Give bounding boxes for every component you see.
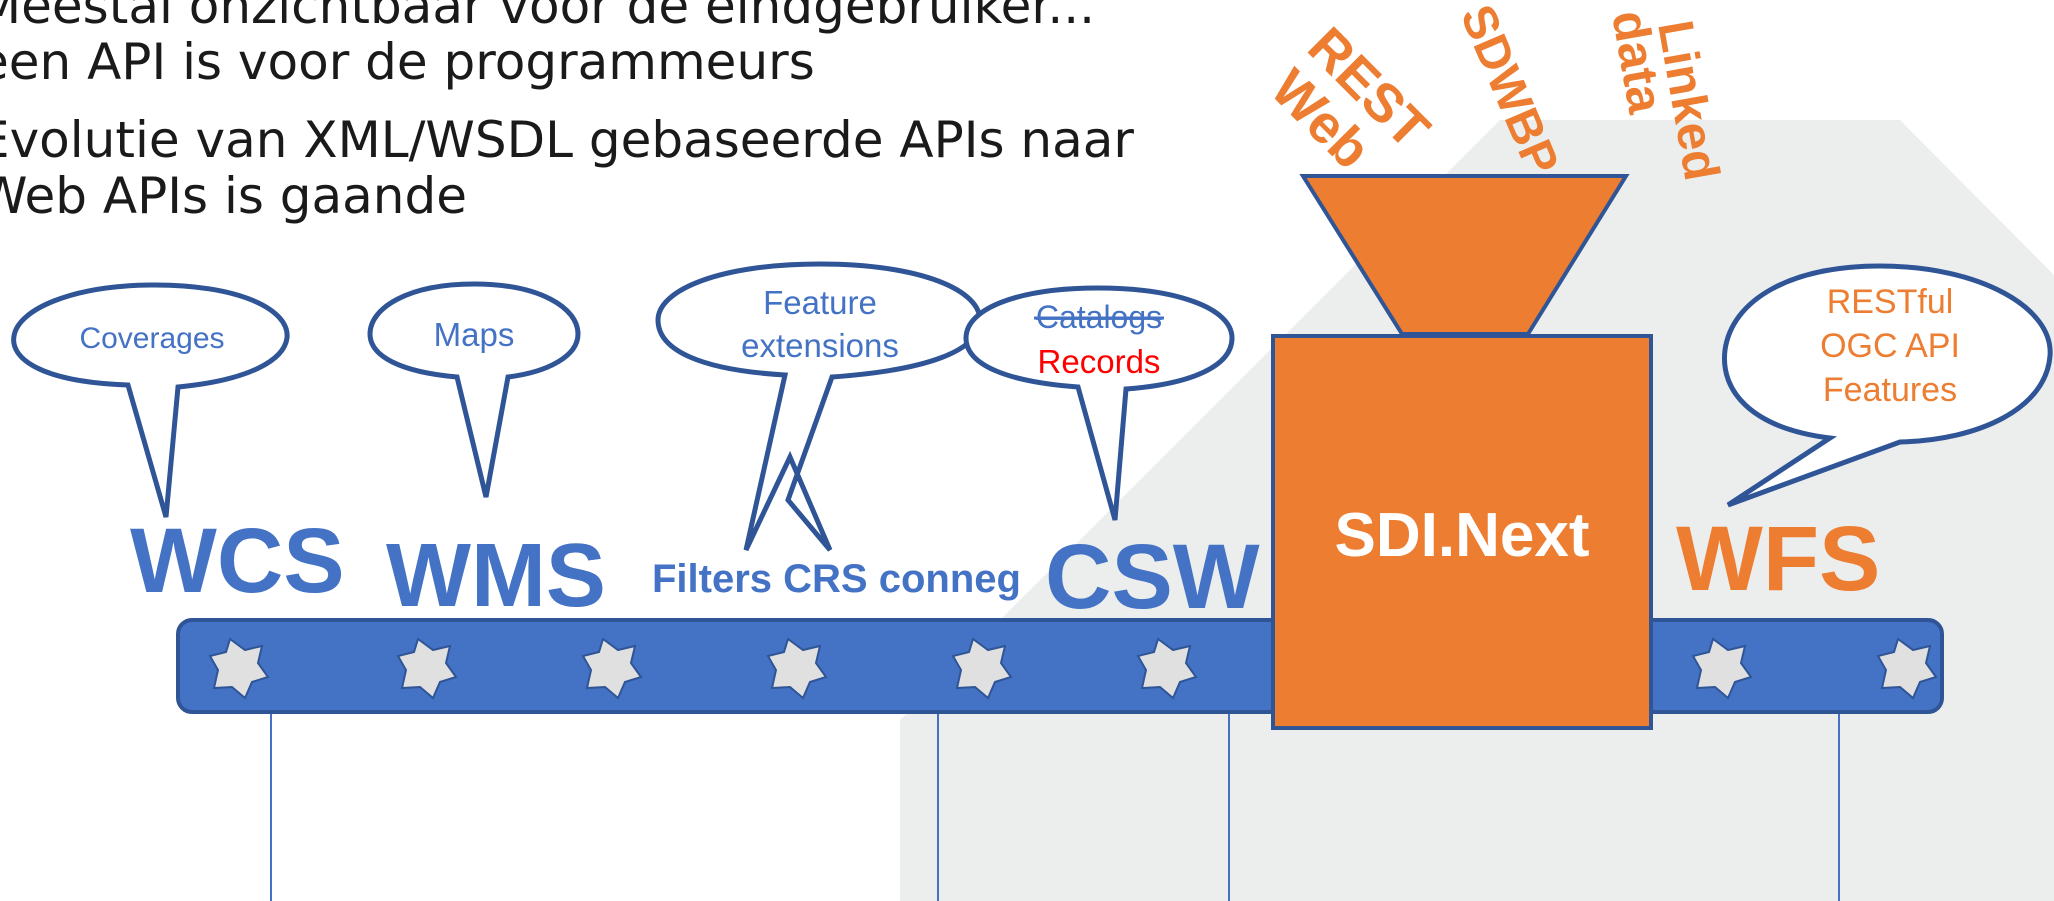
- bubble-restful-text-1: RESTful: [1827, 283, 1954, 321]
- label-csw: CSW: [1045, 526, 1260, 628]
- bullet-2-line-1: Evolutie van XML/WSDL gebaseerde APIs na…: [0, 111, 1134, 169]
- label-wcs: WCS: [130, 510, 345, 612]
- conveyor-legs: [270, 712, 1840, 901]
- label-wms: WMS: [386, 526, 606, 626]
- gear-icon: [766, 637, 828, 700]
- bubble-coverages: [11, 282, 290, 518]
- bubble-restful-text-3: Features: [1823, 371, 1957, 409]
- gear-icon: [208, 637, 270, 700]
- bullet-1-line-2: een API is voor de programmeurs: [0, 33, 815, 91]
- bubble-records-text: Records: [1038, 343, 1161, 380]
- gear-icon: [1691, 637, 1753, 700]
- bullet-list: Meestal onzichtbaar voor de eindgebruike…: [0, 0, 1218, 224]
- bullet-1-line-1: Meestal onzichtbaar voor de eindgebruike…: [0, 0, 1096, 35]
- bubble-feature: [655, 261, 983, 552]
- gear-icon: [951, 637, 1013, 700]
- bubble-feature-text-1: Feature: [763, 284, 877, 321]
- label-wfs: WFS: [1676, 508, 1880, 610]
- bullet-2-line-2: Web APIs is gaande: [0, 167, 467, 225]
- label-filters-crs-conneg: Filters CRS conneg: [652, 557, 1021, 601]
- gear-icon: [581, 637, 643, 700]
- bubble-feature-text-2: extensions: [741, 327, 899, 364]
- gear-icons: [208, 637, 1938, 700]
- sdi-next-box: [1271, 334, 1653, 730]
- gear-icon: [1876, 637, 1938, 700]
- bubble-coverages-text: Coverages: [79, 322, 224, 355]
- bubble-catalogs: [963, 285, 1235, 521]
- bubble-maps: [367, 281, 581, 498]
- sdi-next-label: SDI.Next: [1335, 501, 1590, 570]
- bubble-restful: [1721, 263, 2053, 508]
- bubble-restful-text-2: OGC API: [1820, 327, 1960, 365]
- bubble-maps-text: Maps: [434, 316, 515, 353]
- gear-icon: [396, 637, 458, 700]
- gear-icon: [1136, 637, 1198, 700]
